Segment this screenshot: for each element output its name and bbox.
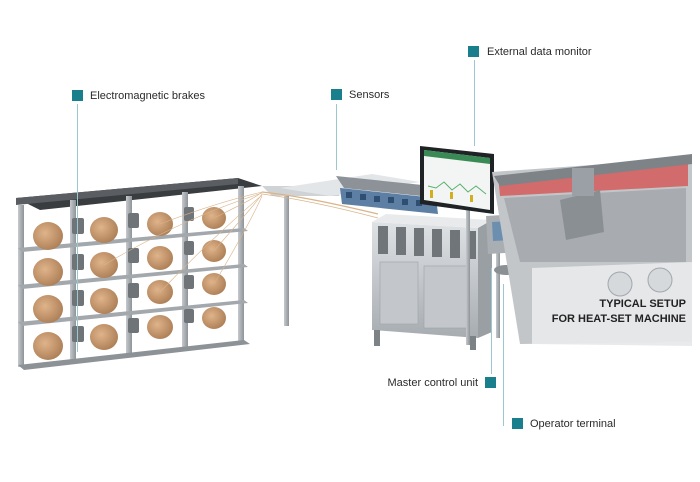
label-sensors: Sensors — [349, 89, 390, 101]
square-marker-icon — [485, 377, 496, 388]
brakes-leader-line — [77, 104, 78, 352]
label-operator-terminal: Operator terminal — [530, 418, 616, 430]
label-external-data-monitor: External data monitor — [487, 46, 592, 58]
master-leader-line — [491, 268, 492, 374]
yarn-threads — [103, 191, 263, 293]
sensors-leader-line — [336, 104, 337, 170]
external-data-monitor — [420, 146, 494, 345]
square-marker-icon — [512, 418, 523, 429]
electromagnetic-brake-units — [72, 207, 194, 342]
square-marker-icon — [72, 90, 83, 101]
monitor-leader-line — [474, 60, 475, 146]
yarn-spools — [33, 207, 226, 360]
terminal-leader-line — [503, 284, 504, 426]
label-electromagnetic-brakes: Electromagnetic brakes — [90, 90, 205, 102]
setup-caption: TYPICAL SETUP FOR HEAT-SET MACHINE — [552, 297, 686, 327]
caption-line-2: FOR HEAT-SET MACHINE — [551, 313, 686, 325]
caption-line-1: TYPICAL SETUP — [599, 298, 686, 310]
square-marker-icon — [468, 46, 479, 57]
sensor-array — [336, 176, 440, 214]
creel-rack — [16, 178, 263, 370]
square-marker-icon — [331, 89, 342, 100]
master-control-cabinet — [372, 214, 492, 350]
heat-set-machine — [492, 154, 692, 346]
label-master-control-unit: Master control unit — [387, 377, 478, 389]
